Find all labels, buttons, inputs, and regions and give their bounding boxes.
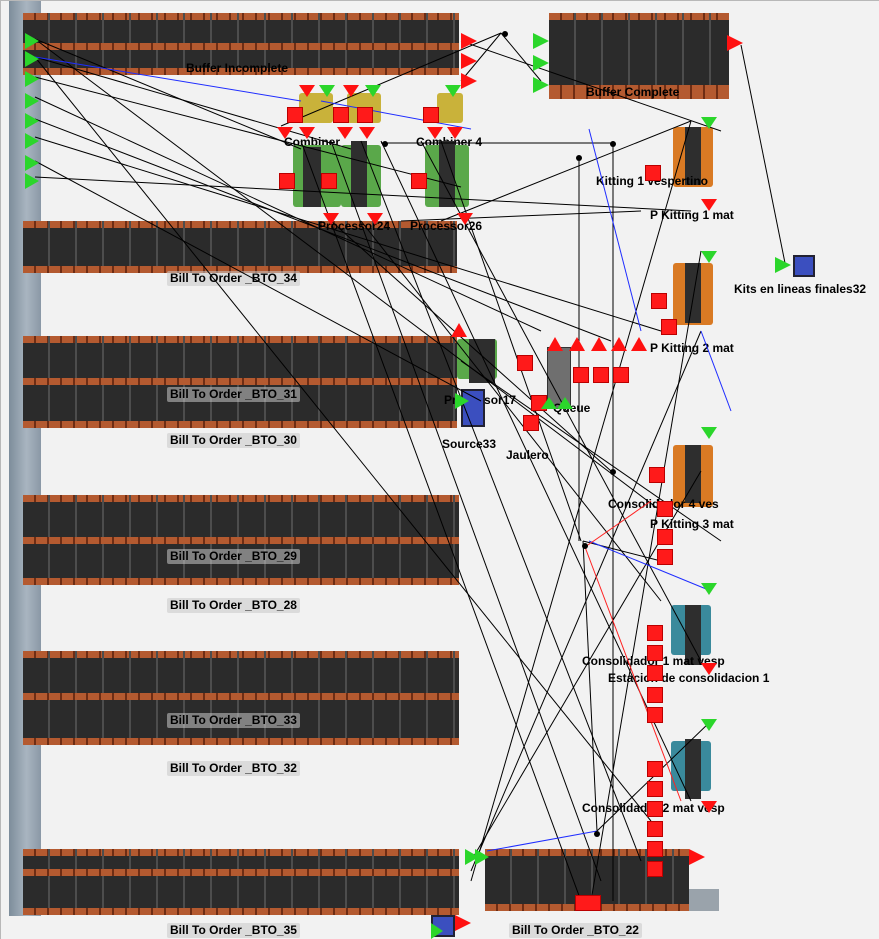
- output-port-square[interactable]: [333, 107, 349, 123]
- input-port-icon[interactable]: [475, 849, 489, 865]
- input-port-icon[interactable]: [365, 85, 381, 97]
- input-port-icon[interactable]: [25, 71, 39, 87]
- output-port-icon[interactable]: [457, 213, 473, 225]
- output-port-icon[interactable]: [359, 127, 375, 139]
- input-port-icon[interactable]: [701, 719, 717, 731]
- output-port-square[interactable]: [523, 415, 539, 431]
- input-port-icon[interactable]: [533, 33, 549, 49]
- output-port-icon[interactable]: [569, 337, 585, 351]
- output-port-icon[interactable]: [337, 127, 353, 139]
- output-port-icon[interactable]: [461, 53, 477, 69]
- output-port-icon[interactable]: [367, 213, 383, 225]
- output-port-icon[interactable]: [277, 127, 293, 139]
- output-port-icon[interactable]: [299, 85, 315, 97]
- output-port-icon[interactable]: [689, 849, 705, 865]
- output-port-square[interactable]: [647, 801, 663, 817]
- input-port-icon[interactable]: [319, 85, 335, 97]
- input-port-icon[interactable]: [25, 133, 39, 149]
- output-port-square[interactable]: [647, 841, 663, 857]
- output-port-icon[interactable]: [343, 85, 359, 97]
- output-port-square[interactable]: [573, 367, 589, 383]
- output-port-icon[interactable]: [447, 127, 463, 139]
- output-port-icon[interactable]: [451, 323, 467, 337]
- output-port-square[interactable]: [647, 707, 663, 723]
- output-port-icon[interactable]: [631, 337, 647, 351]
- input-port-icon[interactable]: [701, 117, 717, 129]
- input-port-icon[interactable]: [25, 173, 39, 189]
- output-port-icon[interactable]: [547, 337, 563, 351]
- input-port-icon[interactable]: [557, 397, 573, 409]
- output-port-square[interactable]: [657, 529, 673, 545]
- input-port-icon[interactable]: [775, 257, 791, 273]
- output-port-square[interactable]: [657, 549, 673, 565]
- output-port-icon[interactable]: [461, 33, 477, 49]
- input-port-icon[interactable]: [701, 251, 717, 263]
- output-port-icon[interactable]: [727, 35, 743, 51]
- input-port-icon[interactable]: [25, 155, 39, 171]
- output-port-square[interactable]: [647, 821, 663, 837]
- output-port-icon[interactable]: [701, 801, 717, 813]
- input-port-icon[interactable]: [445, 85, 461, 97]
- output-port-icon[interactable]: [427, 127, 443, 139]
- output-port-square[interactable]: [649, 467, 665, 483]
- output-port-icon[interactable]: [701, 663, 717, 675]
- output-port-icon[interactable]: [323, 213, 339, 225]
- input-port-icon[interactable]: [25, 93, 39, 109]
- output-port-square[interactable]: [657, 501, 673, 517]
- output-port-icon[interactable]: [591, 337, 607, 351]
- output-port-square[interactable]: [287, 107, 303, 123]
- output-port-square[interactable]: [647, 781, 663, 797]
- input-port-icon[interactable]: [25, 51, 39, 67]
- input-port-icon[interactable]: [455, 393, 469, 409]
- input-port-icon[interactable]: [533, 77, 549, 93]
- output-port-square[interactable]: [647, 861, 663, 877]
- output-port-icon[interactable]: [461, 73, 477, 89]
- output-port-square[interactable]: [647, 645, 663, 661]
- input-port-icon[interactable]: [431, 923, 443, 939]
- output-port-square[interactable]: [661, 319, 677, 335]
- input-port-icon[interactable]: [25, 33, 39, 49]
- output-port-square[interactable]: [411, 173, 427, 189]
- output-port-square[interactable]: [279, 173, 295, 189]
- output-port-square[interactable]: [613, 367, 629, 383]
- input-port-icon[interactable]: [701, 427, 717, 439]
- output-port-square[interactable]: [647, 687, 663, 703]
- output-port-icon[interactable]: [611, 337, 627, 351]
- output-port-square[interactable]: [645, 165, 661, 181]
- output-port-square[interactable]: [357, 107, 373, 123]
- output-port-square[interactable]: [593, 367, 609, 383]
- input-port-icon[interactable]: [701, 583, 717, 595]
- output-port-square[interactable]: [651, 293, 667, 309]
- input-port-icon[interactable]: [533, 55, 549, 71]
- output-port-square[interactable]: [647, 625, 663, 641]
- output-port-square[interactable]: [423, 107, 439, 123]
- input-port-icon[interactable]: [541, 397, 557, 409]
- output-port-icon[interactable]: [299, 127, 315, 139]
- output-port-square[interactable]: [517, 355, 533, 371]
- output-port-icon[interactable]: [455, 915, 471, 931]
- output-port-square[interactable]: [647, 761, 663, 777]
- output-port-square[interactable]: [321, 173, 337, 189]
- output-port-square[interactable]: [647, 665, 663, 681]
- output-port-square[interactable]: [575, 895, 601, 911]
- output-port-icon[interactable]: [701, 199, 717, 211]
- input-port-icon[interactable]: [25, 113, 39, 129]
